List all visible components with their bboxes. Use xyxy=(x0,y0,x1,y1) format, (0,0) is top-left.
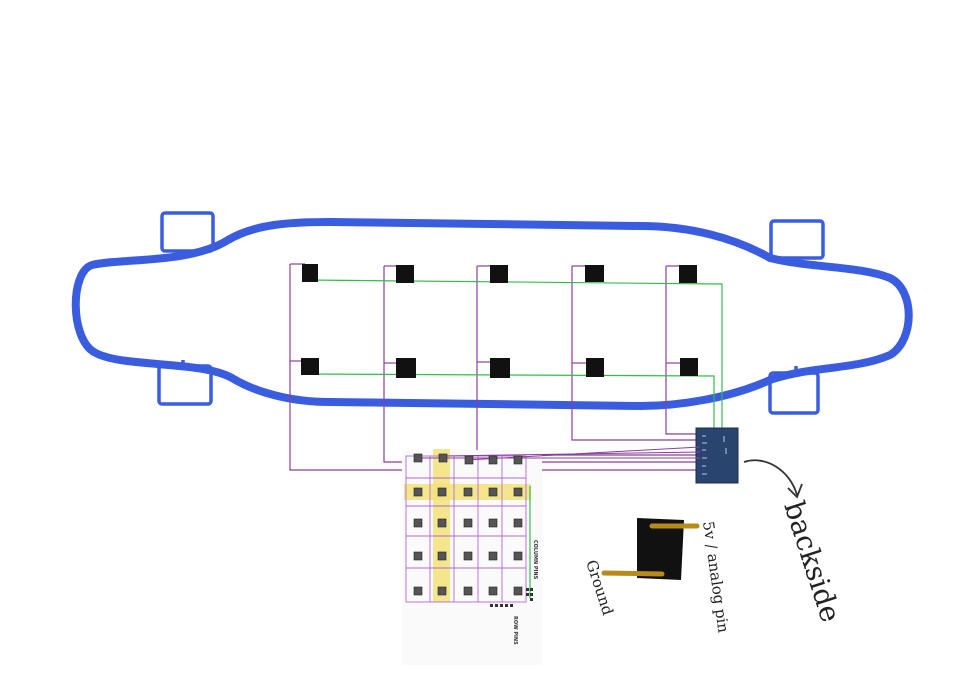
keypad-key xyxy=(438,453,448,463)
backside-arrow xyxy=(743,459,798,496)
deck-buttons xyxy=(301,264,698,378)
keypad-key xyxy=(488,487,498,497)
keypad-key xyxy=(413,551,423,561)
wheels xyxy=(157,211,825,415)
deck-button xyxy=(585,265,604,282)
keypad-key xyxy=(463,551,473,561)
row-pins-label: ROW PINS xyxy=(512,616,518,645)
keypad-key xyxy=(513,586,523,596)
deck-button xyxy=(490,358,510,378)
deck-button xyxy=(679,265,697,283)
keypad-key xyxy=(413,518,423,528)
sensor-component xyxy=(601,518,700,580)
arrow-head xyxy=(787,483,803,499)
column-pins-label: COLUMN PINS xyxy=(532,540,538,580)
keypad-key xyxy=(513,455,523,465)
keypad-key xyxy=(437,487,447,497)
deck-button xyxy=(396,265,414,283)
keypad-key xyxy=(437,586,447,596)
deck-button xyxy=(396,358,416,378)
ground-pin xyxy=(601,570,665,577)
keypad-key xyxy=(413,586,423,596)
deck-button xyxy=(301,358,319,375)
keypad-key xyxy=(463,518,473,528)
keypad-key xyxy=(488,551,498,561)
ground-label: Ground xyxy=(582,558,617,618)
power-label: 5v / analog pin xyxy=(699,520,733,634)
row-pin-header xyxy=(490,604,513,607)
keypad-key xyxy=(488,518,498,528)
keypad-key xyxy=(463,487,473,497)
longboard-deck xyxy=(71,218,913,410)
keypad-key xyxy=(488,455,498,465)
keypad-key xyxy=(437,518,447,528)
wheel-front-left xyxy=(160,211,215,253)
backside-label: backside xyxy=(777,497,847,626)
deck-button xyxy=(490,265,508,283)
keypad-module: COLUMN PINS ROW PINS xyxy=(402,446,701,665)
keypad-key xyxy=(413,487,423,497)
keypad-key xyxy=(464,455,474,465)
deck-button xyxy=(680,358,698,376)
deck-button xyxy=(586,358,604,377)
keypad-key xyxy=(513,518,523,528)
column-pin-header xyxy=(526,588,533,601)
keypad-key xyxy=(513,487,523,497)
keypad-key xyxy=(513,551,523,561)
keypad-key xyxy=(488,586,498,596)
keypad-key xyxy=(463,586,473,596)
deck-button xyxy=(302,264,318,282)
keypad-key xyxy=(437,551,447,561)
wheel-front-right xyxy=(769,219,825,260)
row-wires xyxy=(305,279,723,432)
keypad-key xyxy=(413,453,423,463)
controller-board xyxy=(695,427,739,484)
